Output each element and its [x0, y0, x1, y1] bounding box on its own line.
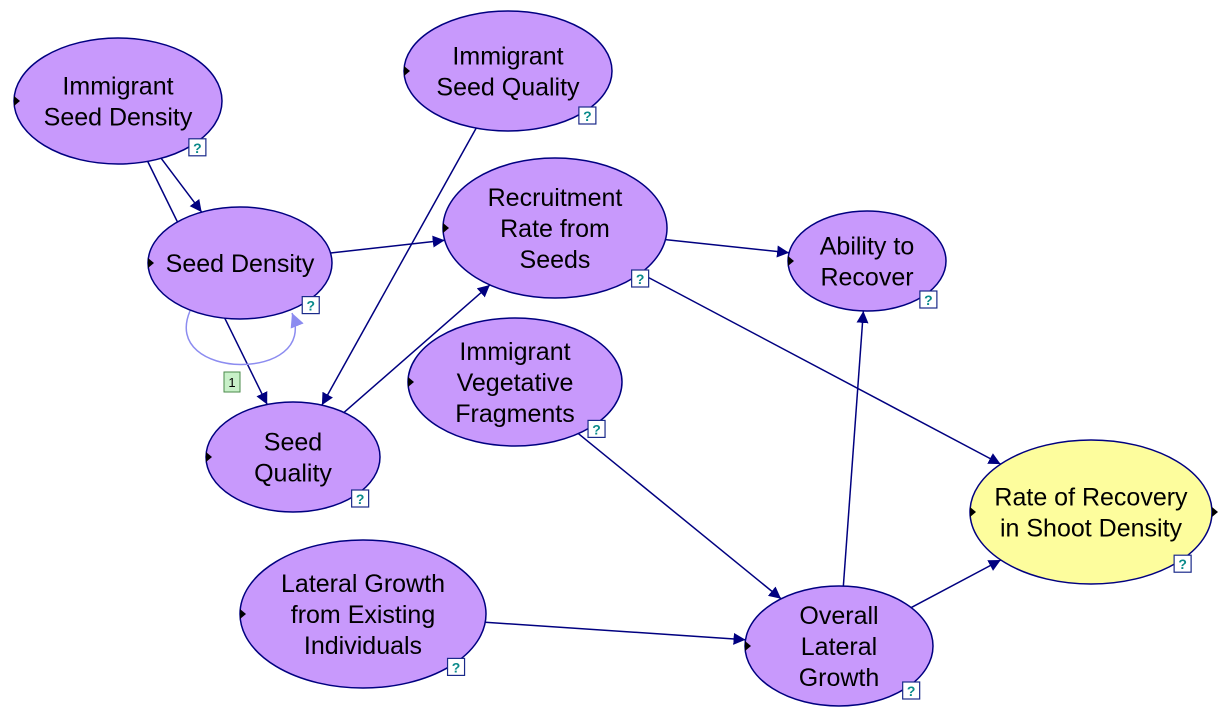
rate-of-recovery-label-line: in Shoot Density: [1000, 515, 1183, 543]
help-icon-box: [902, 681, 921, 700]
help-icon-glyph: ?: [356, 491, 365, 507]
question-mark-help-icon[interactable]: ?: [301, 296, 320, 315]
question-mark-help-icon[interactable]: ?: [587, 419, 606, 438]
help-icon-glyph: ?: [583, 108, 592, 124]
help-icon-box: [587, 419, 606, 438]
ability-to-recover-label-line: Recover: [820, 264, 913, 292]
overall-lateral-growth-label-line: Overall: [799, 602, 878, 630]
overall-lateral-growth-label-line: Growth: [799, 664, 880, 692]
node-rate-of-recovery[interactable]: Rate of Recovery in Shoot Density?: [969, 439, 1218, 585]
recruitment-rate-label-line: Recruitment: [488, 184, 623, 212]
connector-triangle-icon: [148, 258, 154, 268]
immigrant-vegetative-label-line: Vegetative: [457, 369, 574, 397]
help-icon-glyph: ?: [306, 298, 315, 314]
help-icon-glyph: ?: [193, 140, 202, 156]
loop-badge-label: 1: [228, 375, 235, 390]
question-mark-help-icon[interactable]: ?: [919, 290, 938, 309]
edge-immigrant-seed-quality-to-seed-quality[interactable]: [321, 127, 477, 406]
immigrant-seed-quality-label-line: Seed Quality: [436, 74, 580, 102]
recruitment-rate-label-line: Rate from: [500, 215, 610, 243]
connector-triangle-icon: [206, 452, 212, 462]
loop-badge: 1: [223, 371, 241, 393]
immigrant-seed-quality-label-line: Immigrant: [452, 43, 563, 71]
question-mark-help-icon[interactable]: ?: [1173, 554, 1192, 573]
edge-seed-density-to-recruitment-rate[interactable]: [330, 235, 445, 254]
help-icon-box: [188, 138, 207, 157]
connector-triangle-icon: [970, 507, 976, 517]
question-mark-help-icon[interactable]: ?: [631, 269, 650, 288]
seed-density-label-line: Seed Density: [166, 250, 315, 278]
help-icon-glyph: ?: [636, 271, 645, 287]
edge-immigrant-seed-density-to-seed-density[interactable]: [160, 157, 203, 213]
edges-layer: 1: [147, 127, 1002, 645]
connector-triangle-icon: [443, 223, 449, 233]
question-mark-help-icon[interactable]: ?: [902, 681, 921, 700]
help-icon-box: [301, 296, 320, 315]
question-mark-help-icon[interactable]: ?: [578, 106, 597, 125]
help-icon-glyph: ?: [592, 421, 601, 437]
self-loop-edge-seed-density[interactable]: [185, 310, 304, 366]
node-seed-density[interactable]: Seed Density?: [147, 206, 333, 320]
lateral-growth-existing-label-line: Lateral Growth: [281, 570, 445, 598]
node-ability-to-recover[interactable]: Ability to Recover?: [787, 210, 947, 312]
help-icon-glyph: ?: [924, 292, 933, 308]
recruitment-rate-label-line: Seeds: [520, 246, 591, 274]
edge-overall-lateral-growth-to-rate-of-recovery[interactable]: [910, 559, 1002, 609]
connector-triangle-icon: [14, 96, 20, 106]
question-mark-help-icon[interactable]: ?: [351, 489, 370, 508]
connector-triangle-icon: [408, 377, 414, 387]
rate-of-recovery-label-line: Rate of Recovery: [994, 484, 1188, 512]
lateral-growth-existing-label-line: from Existing: [291, 601, 435, 629]
immigrant-seed-density-label-line: Seed Density: [44, 104, 193, 132]
help-icon-box: [631, 269, 650, 288]
connector-triangle-icon: [240, 609, 246, 619]
edge-recruitment-rate-to-rate-of-recovery[interactable]: [640, 272, 1001, 465]
seed-quality-label-line: Quality: [254, 460, 332, 488]
help-icon-glyph: ?: [1178, 556, 1187, 572]
connector-triangle-icon: [745, 641, 751, 651]
seed-quality-label-line: Seed: [264, 429, 322, 457]
immigrant-vegetative-label-line: Fragments: [455, 400, 574, 428]
help-icon-box: [351, 489, 370, 508]
help-icon-box: [578, 106, 597, 125]
lateral-growth-existing-label-line: Individuals: [304, 632, 422, 660]
loop-badge-box: [223, 371, 241, 393]
question-mark-help-icon[interactable]: ?: [446, 657, 466, 677]
overall-lateral-growth-label-line: Lateral: [801, 633, 877, 661]
edge-lateral-growth-existing-to-overall-lateral-growth[interactable]: [485, 621, 746, 645]
connector-triangle-icon: [788, 256, 794, 266]
immigrant-seed-density-label-line: Immigrant: [62, 73, 173, 101]
edge-immigrant-vegetative-to-overall-lateral-growth[interactable]: [577, 433, 782, 600]
help-icon-glyph: ?: [452, 659, 461, 675]
edge-seed-quality-to-recruitment-rate[interactable]: [343, 284, 491, 413]
edge-overall-lateral-growth-to-ability-to-recover[interactable]: [842, 310, 869, 587]
immigrant-vegetative-label-line: Immigrant: [459, 338, 570, 366]
connector-triangle-icon: [404, 66, 410, 76]
edge-recruitment-rate-to-ability-to-recover[interactable]: [665, 238, 790, 258]
help-icon-glyph: ?: [907, 683, 916, 699]
help-icon-box: [919, 290, 938, 309]
output-connector-triangle-icon: [1212, 507, 1218, 517]
help-icon-box: [1173, 554, 1192, 573]
ability-to-recover-label-line: Ability to: [820, 233, 914, 261]
question-mark-help-icon[interactable]: ?: [188, 138, 207, 157]
help-icon-box: [446, 657, 466, 677]
